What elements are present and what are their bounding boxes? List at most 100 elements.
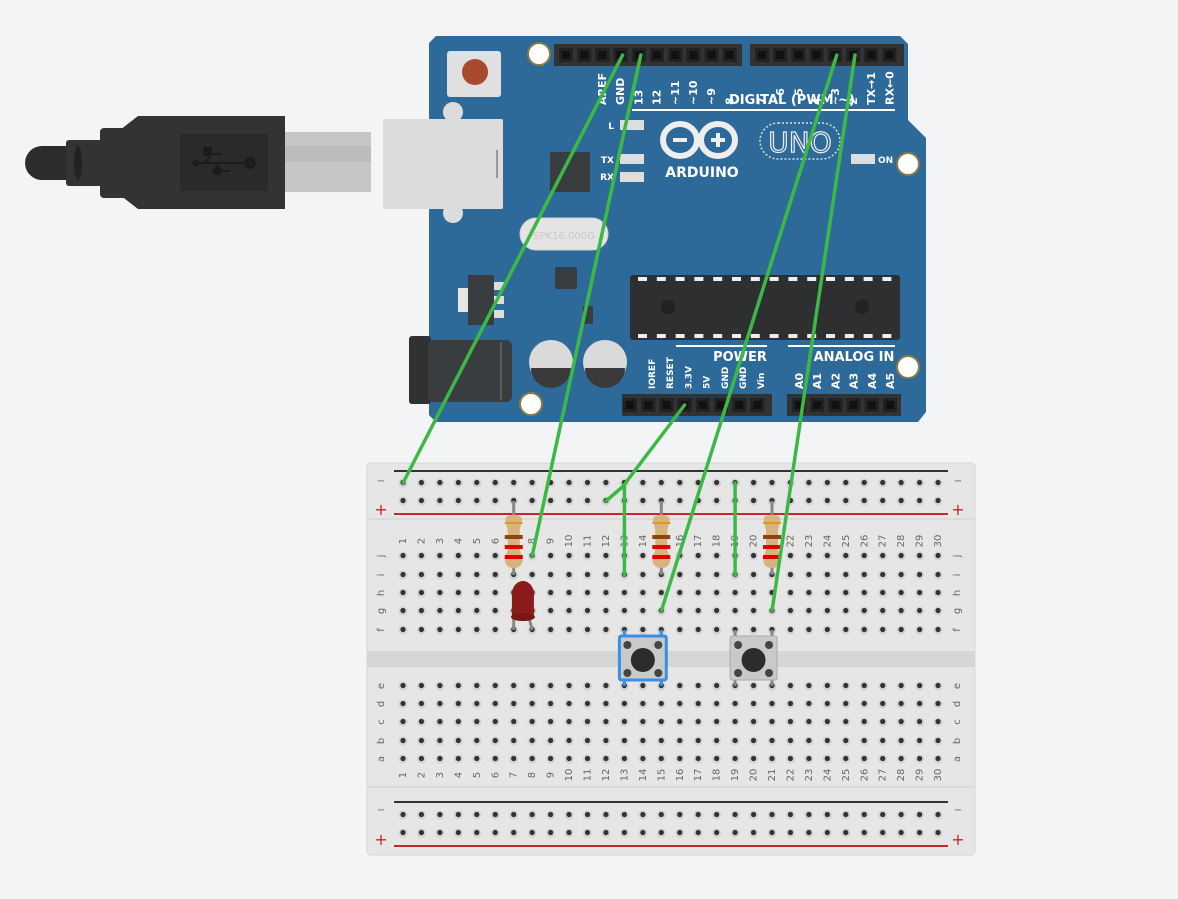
chip-pin (732, 334, 741, 338)
breadboard-hole-center (418, 718, 425, 725)
breadboard-hole-center (695, 700, 701, 707)
breadboard-hole-center (529, 700, 535, 707)
column-number: 6 (490, 538, 501, 544)
row-letter-f: f (952, 628, 963, 632)
breadboard-hole-center (455, 626, 461, 633)
breadboard-hole-center (511, 737, 517, 744)
header-pin-hole (689, 51, 698, 59)
breadboard-hole-center (695, 811, 701, 818)
resistor[interactable] (763, 501, 781, 575)
jumper-wire[interactable] (530, 53, 643, 558)
breadboard-hole-center (640, 479, 646, 486)
breadboard-hole-center (695, 682, 701, 689)
usb-cable[interactable] (25, 116, 371, 209)
pushbutton[interactable] (617, 630, 668, 686)
jumper-wire[interactable] (401, 53, 625, 485)
breadboard-hole-center (787, 829, 794, 836)
breadboard-hole-center (511, 682, 517, 689)
breadboard-hole-center (455, 737, 461, 744)
breadboard-hole-center (566, 718, 572, 725)
breadboard-hole-center (714, 589, 720, 596)
breadboard-hole-center (584, 682, 591, 689)
breadboard-hole-center (529, 755, 535, 762)
mounting-hole (527, 42, 551, 66)
header-pin-hole (758, 51, 766, 59)
breadboard-hole-center (566, 479, 572, 486)
header-pin-hole (725, 51, 734, 59)
breadboard-hole-center (898, 571, 904, 578)
header-pin-hole (698, 401, 707, 409)
breadboard-hole-center (400, 755, 406, 762)
breadboard-hole-center (437, 682, 443, 689)
header-pin-hole (753, 401, 762, 409)
breadboard-hole-center (787, 626, 794, 633)
chip-pin (844, 277, 854, 281)
breadboard-hole-center (400, 589, 406, 596)
header-pin-hole (867, 51, 876, 59)
column-number: 5 (472, 538, 483, 544)
breadboard-hole-center (603, 700, 609, 707)
red-led[interactable] (510, 581, 535, 631)
row-letter-g: g (952, 608, 963, 614)
breadboard-hole-center (400, 811, 406, 818)
breadboard-hole-center (474, 682, 480, 689)
breadboard-hole-center (603, 607, 609, 614)
chip-pin (656, 277, 666, 281)
breadboard-hole-center (400, 829, 406, 836)
breadboard-hole-center (935, 700, 941, 707)
breadboard-hole-center (437, 737, 443, 744)
breadboard-hole-center (843, 497, 849, 504)
jumper-wire[interactable] (659, 53, 839, 613)
row-letter-e: e (376, 683, 387, 689)
usb-cable-ring (66, 140, 102, 186)
jumper-wire[interactable] (604, 403, 687, 503)
breadboard-hole-center (843, 755, 849, 762)
header-pin-hole (598, 51, 607, 59)
breadboard-hole-center (824, 626, 830, 633)
breadboard-hole-center (492, 589, 498, 596)
pushbutton-cap[interactable] (630, 648, 655, 672)
column-number: 14 (638, 769, 649, 782)
breadboard-hole-center (750, 571, 757, 578)
pushbutton[interactable] (729, 630, 778, 686)
reset-button[interactable] (447, 51, 501, 97)
resistor-body (504, 515, 523, 568)
breadboard[interactable]: − + − + − + − + 112233445566778899101011… (366, 462, 976, 856)
header-pin-hole (616, 51, 625, 59)
breadboard-hole-center (880, 607, 886, 614)
breadboard-hole-center (677, 479, 683, 486)
resistor[interactable] (652, 501, 671, 575)
uno-label: UNO (768, 126, 831, 159)
resistor-band (504, 545, 523, 549)
breadboard-hole-center (714, 479, 720, 486)
breadboard-hole-center (492, 571, 498, 578)
chip-pin (788, 277, 798, 281)
breadboard-hole-center (584, 811, 591, 818)
digital-pin-label: ~10 (687, 80, 700, 105)
breadboard-hole-center (418, 700, 425, 707)
header-pin-hole (634, 51, 643, 59)
digital-pin-label: RX←0 (883, 71, 896, 105)
breadboard-hole-center (714, 682, 720, 689)
chip-pin (750, 277, 760, 281)
breadboard-hole-center (548, 755, 554, 762)
breadboard-hole-center (584, 552, 591, 559)
resistor[interactable] (504, 501, 523, 575)
breadboard-hole-center (714, 829, 720, 836)
breadboard-hole-center (474, 552, 480, 559)
column-number: 11 (583, 769, 594, 782)
jumper-wire[interactable] (770, 53, 857, 613)
digital-pin-label: ~3 (829, 88, 842, 105)
breadboard-hole-center (566, 607, 572, 614)
breadboard-hole-center (677, 718, 683, 725)
breadboard-hole-center (750, 682, 757, 689)
chip-pin (844, 334, 854, 338)
breadboard-hole-center (640, 700, 646, 707)
digital-pin-label: 8 (723, 97, 736, 105)
breadboard-hole-center (658, 737, 664, 744)
column-number: 17 (693, 769, 704, 782)
pushbutton-cap[interactable] (741, 648, 766, 672)
breadboard-hole-center (917, 479, 923, 486)
